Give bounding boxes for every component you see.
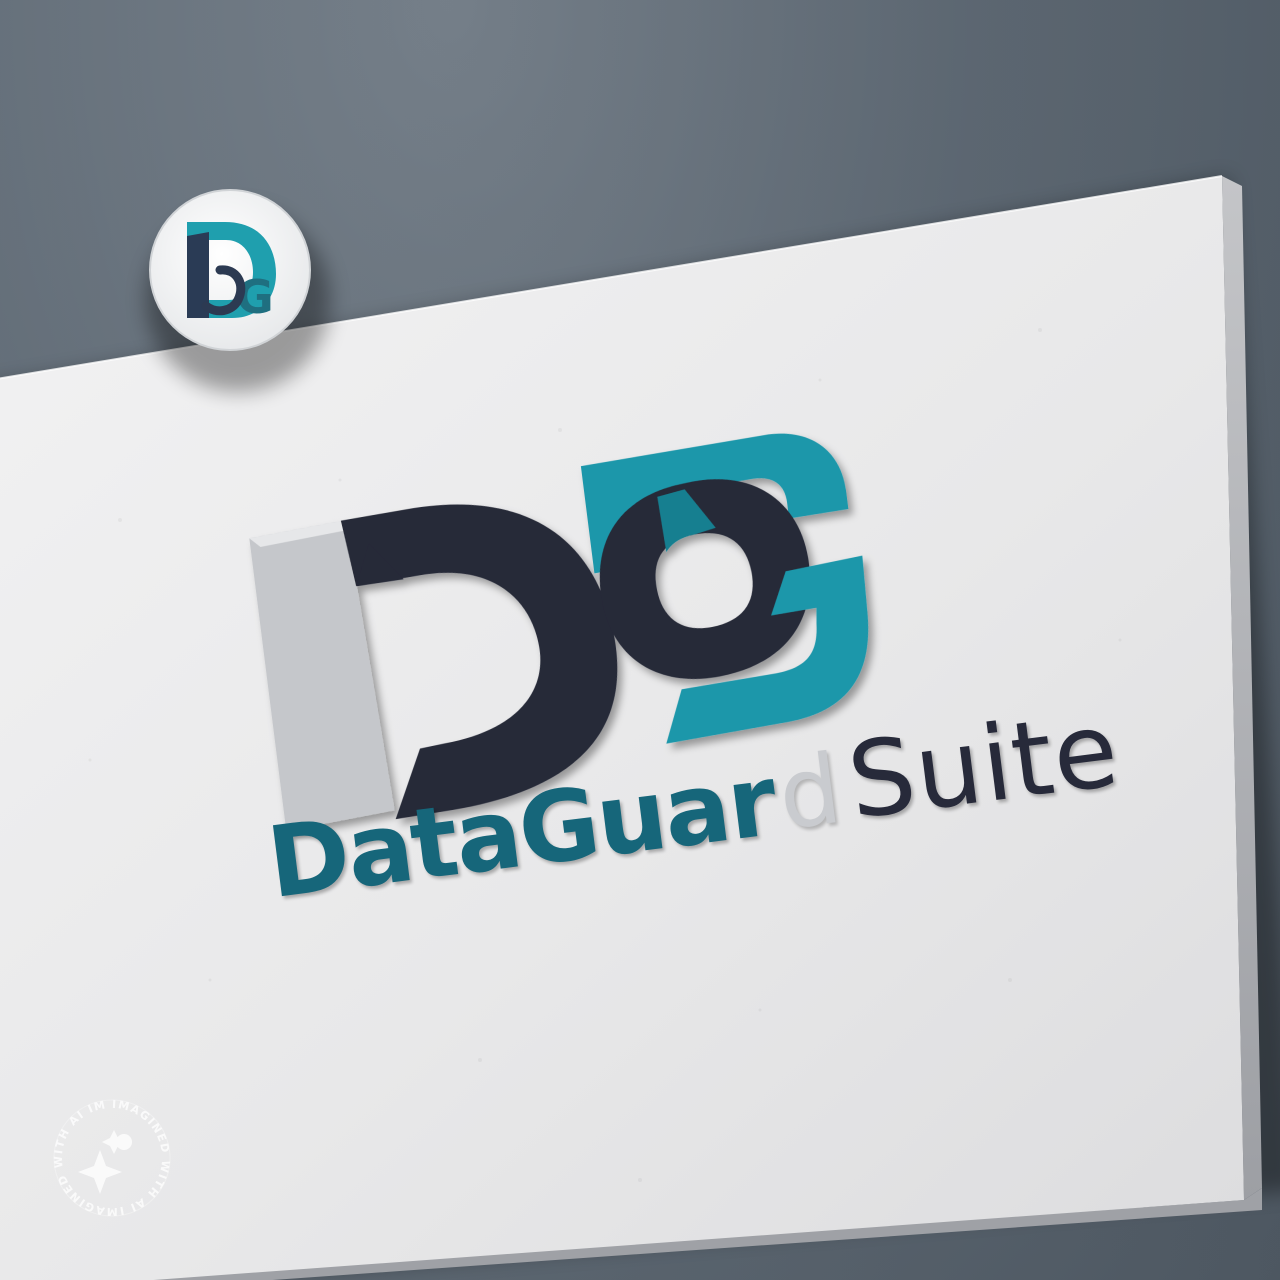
paper-texture	[88, 328, 1122, 1182]
dg-monogram-icon	[249, 433, 869, 831]
dg-badge-icon: G	[146, 189, 330, 392]
card-edge-right	[1222, 176, 1262, 1200]
card	[0, 176, 1244, 1280]
